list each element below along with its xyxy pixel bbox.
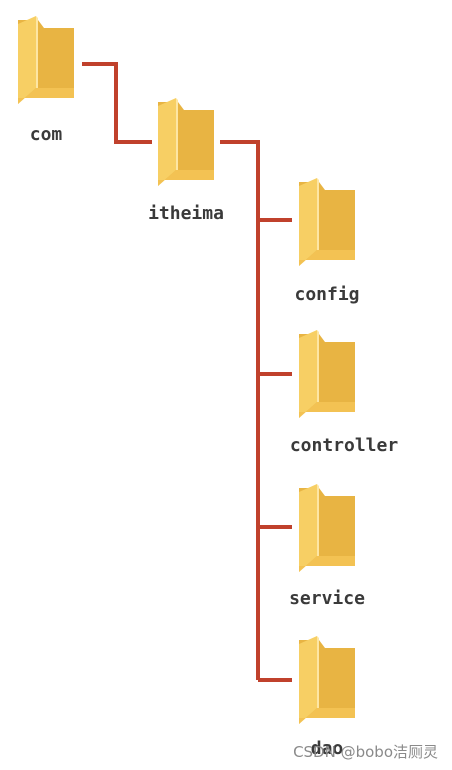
folder-icon[interactable] bbox=[14, 14, 78, 106]
folder-icon[interactable] bbox=[295, 176, 359, 268]
folder-icon[interactable] bbox=[295, 328, 359, 420]
folder-label-itheima: itheima bbox=[148, 203, 224, 224]
folder-icon[interactable] bbox=[295, 634, 359, 726]
connector-com-itheima bbox=[82, 62, 152, 144]
folder-label-dao: dao bbox=[310, 738, 344, 759]
folder-label-com: com bbox=[29, 124, 63, 145]
connector-itheima-trunk bbox=[220, 140, 260, 680]
folder-label-config: config bbox=[294, 284, 360, 305]
folder-label-service: service bbox=[289, 588, 365, 609]
watermark: CSDN @bobo洁厕灵 bbox=[293, 743, 438, 761]
folder-label-controller: controller bbox=[289, 435, 399, 456]
folder-icon[interactable] bbox=[295, 482, 359, 574]
folder-icon[interactable] bbox=[154, 96, 218, 188]
